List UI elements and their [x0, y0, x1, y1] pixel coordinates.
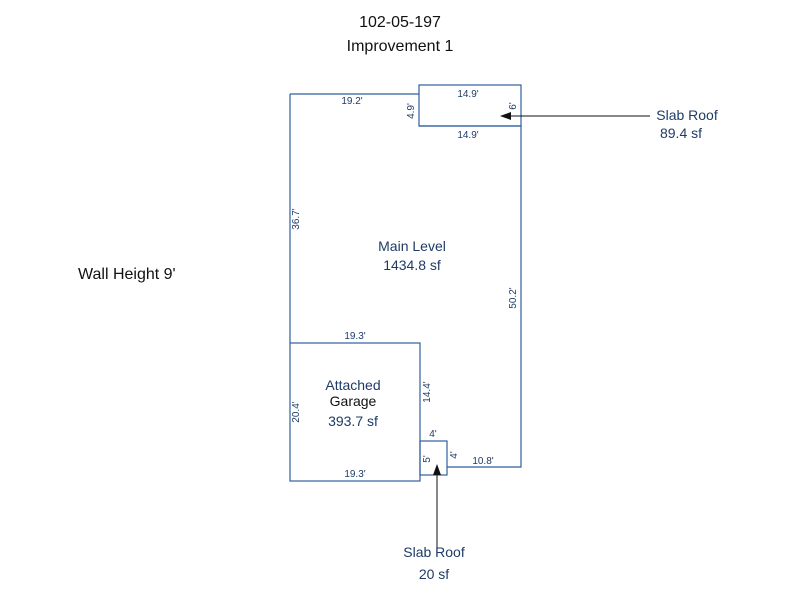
garage-name-line2: Garage [330, 393, 377, 409]
dim-slab-top-right: 6' [508, 102, 519, 110]
slab-roof-top-outline [418, 84, 522, 127]
slab-roof-top-area: 89.4 sf [660, 125, 702, 141]
slab-top-arrowhead [500, 112, 511, 120]
wall-height-label: Wall Height 9' [78, 266, 176, 283]
slab-roof-top-name: Slab Roof [656, 107, 718, 123]
dim-garage-bottom: 19.3' [344, 469, 365, 480]
slab-roof-bottom-area: 20 sf [419, 566, 449, 582]
slab-bottom-arrowhead [433, 464, 441, 475]
dim-main-left: 36.7' [291, 208, 302, 229]
dim-slab-small-left: 5' [422, 455, 433, 463]
dim-slab-top-bottom: 14.9' [457, 130, 478, 141]
dim-main-top: 19.2' [341, 96, 362, 107]
dim-main-right: 50.2' [508, 287, 519, 308]
main-level-outline [289, 93, 522, 468]
dim-main-bottom-right: 10.8' [472, 456, 493, 467]
garage-name-line1: Attached [325, 377, 380, 393]
parcel-id: 102-05-197 [359, 14, 441, 31]
slab-roof-bottom-name: Slab Roof [403, 544, 465, 560]
dim-slab-top-left: 4.9' [406, 103, 417, 119]
improvement-title: Improvement 1 [346, 38, 454, 55]
dim-slab-top-top: 14.9' [457, 89, 478, 100]
dim-garage-left: 20.4' [291, 401, 302, 422]
dim-garage-top: 19.3' [344, 331, 365, 342]
main-level-name: Main Level [378, 238, 446, 254]
dim-garage-right: 14.4' [422, 381, 433, 402]
dim-slab-small-top: 4' [429, 429, 437, 440]
main-level-area: 1434.8 sf [383, 257, 441, 273]
dim-slab-small-right: 4' [449, 451, 460, 459]
garage-outline [289, 342, 421, 482]
garage-area: 393.7 sf [328, 413, 378, 429]
